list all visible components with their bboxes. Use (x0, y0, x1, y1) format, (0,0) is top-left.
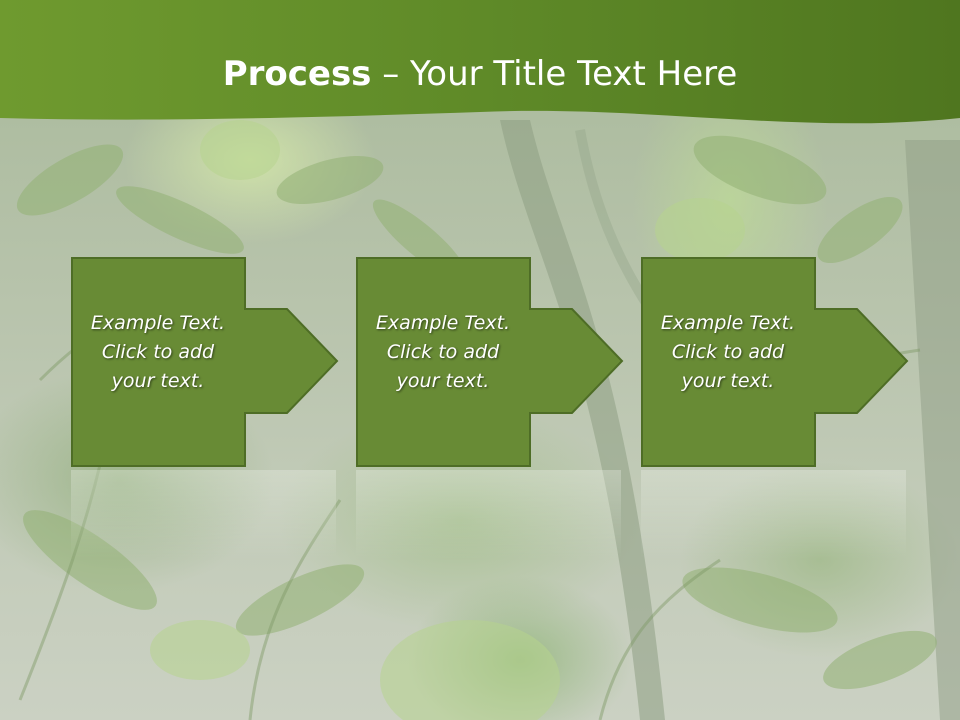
step-text[interactable]: Example Text. Click to add your text. (641, 309, 815, 396)
step-reflection (356, 470, 621, 560)
step-text-line: Click to add (101, 341, 215, 363)
step-arrow-shape (641, 257, 909, 467)
title-bold: Process (222, 54, 372, 94)
step-reflection (71, 470, 336, 560)
page-title: Process – Your Title Text Here (0, 52, 960, 96)
step-text-line: your text. (396, 370, 490, 392)
step-text[interactable]: Example Text. Click to add your text. (356, 309, 530, 396)
title-rest: – Your Title Text Here (371, 54, 738, 94)
process-step-3[interactable]: Example Text. Click to add your text. (641, 257, 909, 467)
step-arrow-shape (71, 257, 339, 467)
process-step-1[interactable]: Example Text. Click to add your text. (71, 257, 339, 467)
step-reflection (641, 470, 906, 560)
step-text-line: your text. (111, 370, 205, 392)
header-band: Process – Your Title Text Here (0, 0, 960, 140)
step-text-line: your text. (681, 370, 775, 392)
step-text-line: Example Text. (375, 312, 511, 334)
process-step-2[interactable]: Example Text. Click to add your text. (356, 257, 624, 467)
step-text-line: Click to add (671, 341, 785, 363)
step-text-line: Example Text. (90, 312, 226, 334)
step-text[interactable]: Example Text. Click to add your text. (71, 309, 245, 396)
step-text-line: Click to add (386, 341, 500, 363)
step-arrow-shape (356, 257, 624, 467)
step-text-line: Example Text. (660, 312, 796, 334)
